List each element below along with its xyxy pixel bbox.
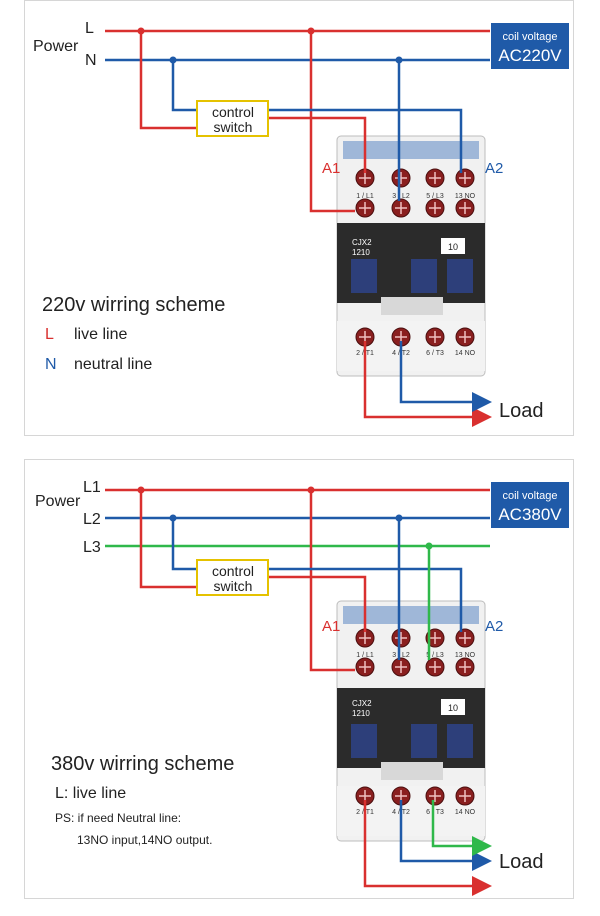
neutral-wire-to-switch bbox=[171, 60, 197, 112]
switch-to-A2-wire bbox=[268, 108, 463, 173]
load-wire-T3 bbox=[431, 800, 492, 856]
legend-live: L: live line bbox=[55, 785, 126, 802]
line-label-N: N bbox=[85, 52, 97, 69]
coil-voltage-value: AC380V bbox=[498, 505, 562, 524]
control-switch bbox=[196, 100, 269, 137]
terminal-label: 5 / L3 bbox=[426, 193, 444, 200]
terminal-label: 5 / L3 bbox=[426, 652, 444, 659]
L2-wire-to-switch bbox=[171, 518, 197, 571]
model-label: 1210 bbox=[352, 709, 370, 718]
ps-note: PS: if need Neutral line: bbox=[55, 811, 181, 825]
switch-to-A1-wire bbox=[268, 575, 367, 632]
load-wire-T2 bbox=[399, 800, 492, 871]
control-switch bbox=[196, 559, 269, 596]
line-label-L2: L2 bbox=[83, 511, 101, 528]
contactor: 1 / L1 3 / L2 5 / L3 13 NO 2 / T1 4 / T2… bbox=[336, 135, 486, 377]
control-switch-label: switch bbox=[214, 119, 253, 135]
switch-to-A2-wire bbox=[268, 567, 463, 632]
load-label: Load bbox=[499, 400, 544, 422]
coil-A2-label: A2 bbox=[485, 618, 503, 635]
terminal-label: 13 NO bbox=[455, 652, 476, 659]
contactor: 1 / L1 3 / L2 5 / L3 13 NO 2 / T1 4 / T2… bbox=[336, 600, 486, 842]
terminal-label: 6 / T3 bbox=[426, 350, 444, 357]
coil-voltage-label: coil voltage bbox=[502, 31, 557, 43]
terminal-label: 6 / T3 bbox=[426, 809, 444, 816]
load-wire-live bbox=[363, 341, 492, 427]
model-label: CJX2 bbox=[352, 238, 372, 247]
L1-wire-to-switch bbox=[139, 490, 197, 589]
coil-voltage-badge bbox=[491, 482, 569, 528]
control-switch-label: switch bbox=[214, 578, 253, 594]
control-switch-label: control bbox=[212, 104, 254, 120]
wiring-panel-380v: 1 / L1 3 / L2 5 / L3 13 NO 2 / T1 4 / T2… bbox=[24, 459, 574, 899]
power-label: Power bbox=[33, 38, 79, 55]
terminal-label: 13 NO bbox=[455, 193, 476, 200]
power-label: Power bbox=[35, 493, 81, 510]
coil-A1-label: A1 bbox=[322, 160, 340, 177]
coil-voltage-badge bbox=[491, 23, 569, 69]
legend-key-N: N bbox=[45, 356, 57, 373]
coil-A1-label: A1 bbox=[322, 618, 340, 635]
rating-label: 10 bbox=[448, 703, 458, 713]
ps-note: 13NO input,14NO output. bbox=[77, 833, 212, 847]
model-label: CJX2 bbox=[352, 699, 372, 708]
line-label-L1: L1 bbox=[83, 479, 101, 496]
terminal-label: 14 NO bbox=[455, 350, 476, 357]
load-label: Load bbox=[499, 851, 544, 873]
line-label-L3: L3 bbox=[83, 539, 101, 556]
wiring-panel-220v: 1 / L1 3 / L2 5 / L3 13 NO 2 / T1 4 / T2… bbox=[24, 0, 574, 436]
terminal-label: 1 / L1 bbox=[356, 652, 374, 659]
terminal-label: 3 / L2 bbox=[392, 652, 410, 659]
wiring-diagram-380v: 1 / L1 3 / L2 5 / L3 13 NO 2 / T1 4 / T2… bbox=[35, 479, 569, 896]
line-label-L: L bbox=[85, 20, 94, 37]
coil-A2-label: A2 bbox=[485, 160, 503, 177]
wiring-diagram-220v: 1 / L1 3 / L2 5 / L3 13 NO 2 / T1 4 / T2… bbox=[33, 20, 569, 427]
coil-voltage-label: coil voltage bbox=[502, 490, 557, 502]
coil-voltage-value: AC220V bbox=[498, 46, 562, 65]
legend-text-live: live line bbox=[74, 326, 127, 343]
load-wire-T1 bbox=[363, 800, 492, 896]
terminal-label: 1 / L1 bbox=[356, 193, 374, 200]
control-switch-label: control bbox=[212, 563, 254, 579]
L1-wire-to-terminal bbox=[309, 490, 355, 672]
scheme-title: 380v wirring scheme bbox=[51, 753, 234, 775]
terminal-label: 3 / L2 bbox=[392, 193, 410, 200]
scheme-title: 220v wirring scheme bbox=[42, 294, 225, 316]
load-wire-neutral bbox=[399, 341, 492, 412]
switch-to-A1-wire bbox=[268, 116, 367, 173]
rating-label: 10 bbox=[448, 242, 458, 252]
legend-key-L: L bbox=[45, 326, 54, 343]
terminal-label: 14 NO bbox=[455, 809, 476, 816]
model-label: 1210 bbox=[352, 248, 370, 257]
live-wire-to-switch bbox=[139, 31, 197, 130]
legend-text-neutral: neutral line bbox=[74, 356, 152, 373]
live-wire-to-L1 bbox=[309, 31, 355, 213]
